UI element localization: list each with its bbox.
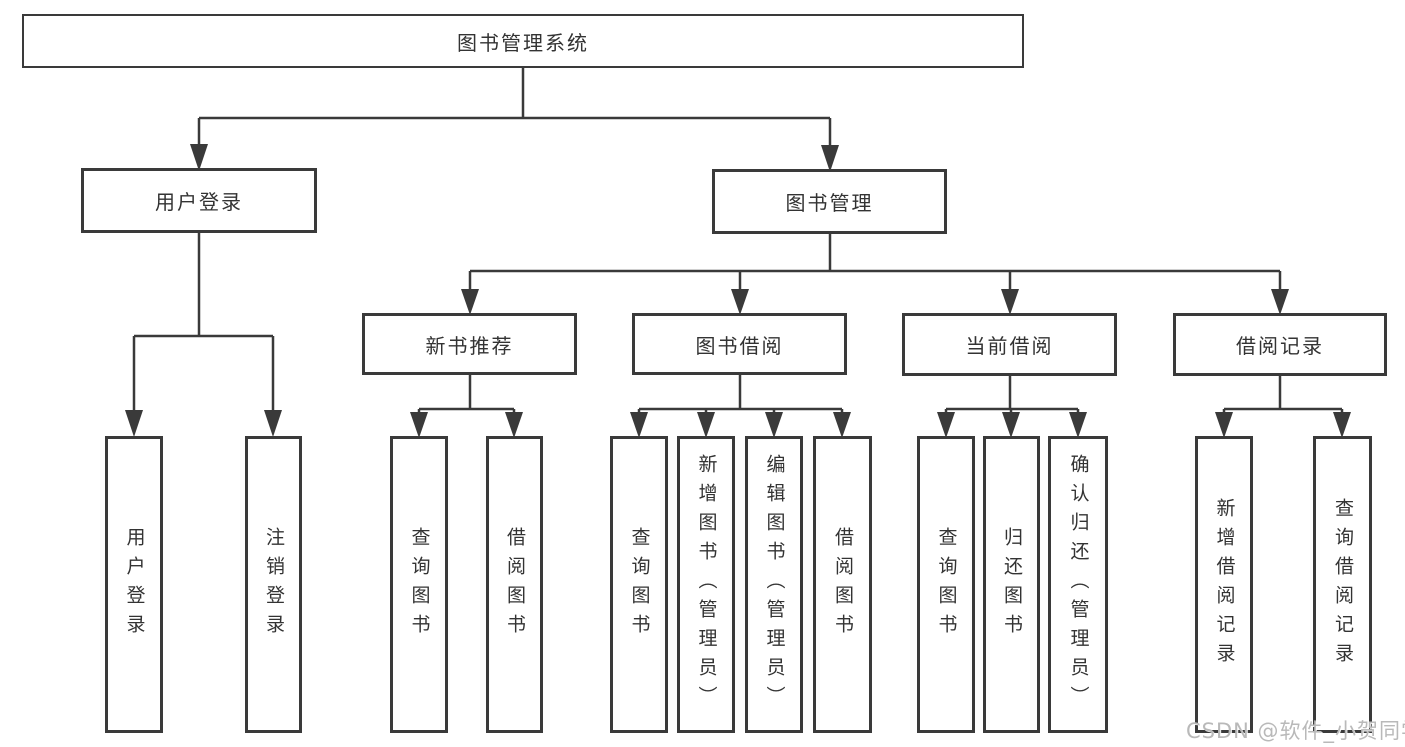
arrowhead (125, 410, 143, 437)
node-current-borrow: 当前借阅 (902, 313, 1117, 376)
arrowhead (821, 145, 839, 172)
leaf-label: 查询图书 (935, 526, 958, 643)
leaf-label: 查询图书 (408, 526, 431, 643)
leaf-query-books-current: 查询图书 (917, 436, 975, 733)
arrowhead (1001, 289, 1019, 315)
arrowhead (410, 412, 428, 438)
node-label: 新书推荐 (425, 333, 514, 358)
arrowhead (1333, 412, 1351, 438)
csdn-watermark: CSDN @软件_小贺同学 (1186, 719, 1405, 743)
node-book-management: 图书管理 (712, 169, 947, 234)
leaf-label: 用户登录 (123, 526, 146, 643)
arrowhead (630, 412, 648, 438)
arrowhead (731, 289, 749, 315)
node-book-borrow: 图书借阅 (632, 313, 847, 375)
arrowhead (1271, 289, 1289, 315)
leaf-add-borrow-record: 新增借阅记录 (1195, 436, 1253, 733)
leaf-edit-books-admin: 编辑图书（管理员） (745, 436, 803, 733)
node-user-login: 用户登录 (81, 168, 317, 233)
arrowhead (937, 412, 955, 438)
leaf-user-login: 用户登录 (105, 436, 163, 733)
node-label: 用户登录 (155, 190, 243, 214)
node-label: 当前借阅 (965, 334, 1054, 358)
leaf-query-borrow-record: 查询借阅记录 (1313, 436, 1372, 733)
arrowhead (1215, 412, 1233, 438)
node-borrow-records: 借阅记录 (1173, 313, 1387, 376)
leaf-label: 查询借阅记录 (1331, 497, 1354, 672)
arrowhead (765, 412, 783, 438)
leaf-label: 新增图书（管理员） (695, 454, 718, 715)
node-label: 图书管理 (785, 191, 874, 215)
leaf-label: 新增借阅记录 (1213, 497, 1236, 672)
node-label: 图书借阅 (695, 333, 784, 358)
arrowhead (190, 144, 208, 171)
node-root-system: 图书管理系统 (22, 14, 1024, 68)
node-label: 借阅记录 (1236, 334, 1324, 358)
arrowhead (461, 289, 479, 315)
arrowhead (1069, 412, 1087, 438)
leaf-query-books-recommend: 查询图书 (390, 436, 448, 733)
leaf-label: 借阅图书 (831, 526, 854, 643)
leaf-add-books-admin: 新增图书（管理员） (677, 436, 735, 733)
node-label: 图书管理系统 (457, 30, 589, 55)
leaf-label: 查询图书 (628, 526, 651, 643)
node-new-book-recommend: 新书推荐 (362, 313, 577, 375)
leaf-logout: 注销登录 (245, 436, 302, 733)
leaf-label: 归还图书 (1000, 526, 1023, 643)
arrowhead (264, 410, 282, 437)
leaf-return-books: 归还图书 (983, 436, 1040, 733)
leaf-label: 借阅图书 (503, 526, 526, 643)
leaf-borrow-books-recommend: 借阅图书 (486, 436, 543, 733)
arrowhead (697, 412, 715, 438)
leaf-query-books-borrow: 查询图书 (610, 436, 668, 733)
leaf-borrow-books: 借阅图书 (813, 436, 872, 733)
arrowhead (505, 412, 523, 438)
leaf-label: 确认归还（管理员） (1067, 454, 1090, 715)
leaf-label: 注销登录 (262, 526, 285, 643)
arrowhead (833, 412, 851, 438)
arrowhead (1002, 412, 1020, 438)
leaf-confirm-return-admin: 确认归还（管理员） (1048, 436, 1108, 733)
leaf-label: 编辑图书（管理员） (763, 454, 786, 715)
